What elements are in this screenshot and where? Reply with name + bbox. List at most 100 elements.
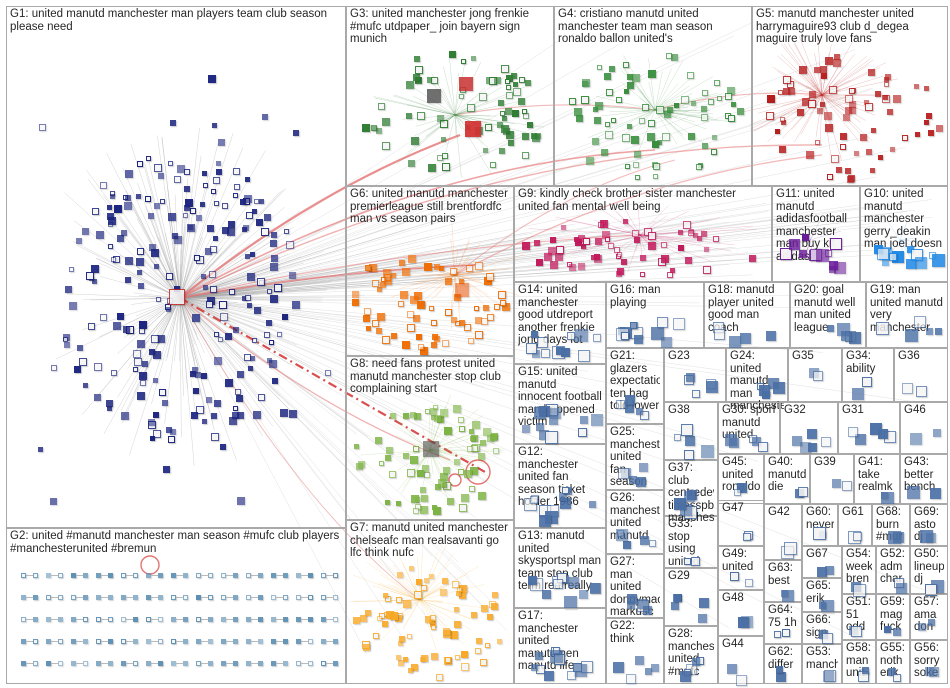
- node-avatar[interactable]: [729, 437, 740, 448]
- node-avatar[interactable]: [920, 530, 934, 544]
- node-avatar[interactable]: [931, 253, 945, 267]
- node-avatar[interactable]: [402, 341, 411, 350]
- node-avatar[interactable]: [237, 497, 246, 506]
- node-avatar[interactable]: [58, 595, 63, 600]
- node-avatar[interactable]: [210, 286, 218, 294]
- node-avatar[interactable]: [444, 427, 453, 436]
- node-avatar[interactable]: [853, 151, 859, 157]
- node-avatar[interactable]: [814, 140, 820, 146]
- node-avatar[interactable]: [232, 193, 238, 199]
- node-avatar[interactable]: [615, 96, 622, 103]
- node-avatar[interactable]: [561, 487, 569, 495]
- node-avatar[interactable]: [63, 341, 70, 348]
- node-avatar[interactable]: [413, 590, 422, 599]
- node-avatar[interactable]: [870, 168, 876, 174]
- node-avatar[interactable]: [871, 128, 877, 134]
- node-avatar[interactable]: [365, 265, 371, 271]
- node-avatar[interactable]: [406, 112, 413, 119]
- node-avatar[interactable]: [183, 617, 188, 622]
- node-avatar[interactable]: [225, 332, 233, 340]
- node-avatar[interactable]: [206, 301, 214, 309]
- node-avatar[interactable]: [639, 117, 646, 124]
- node-avatar[interactable]: [595, 238, 603, 245]
- node-avatar[interactable]: [376, 616, 382, 622]
- node-avatar[interactable]: [186, 223, 195, 232]
- node-avatar[interactable]: [383, 592, 389, 598]
- node-avatar[interactable]: [415, 496, 420, 502]
- node-avatar[interactable]: [895, 583, 907, 595]
- node-avatar[interactable]: [266, 320, 273, 327]
- node-avatar[interactable]: [135, 257, 144, 266]
- node-avatar[interactable]: [253, 198, 259, 204]
- node-avatar[interactable]: [308, 617, 313, 622]
- node-avatar[interactable]: [133, 661, 138, 666]
- node-avatar[interactable]: [622, 218, 628, 224]
- node-avatar[interactable]: [264, 214, 271, 222]
- node-avatar[interactable]: [441, 152, 448, 159]
- node-avatar[interactable]: [807, 443, 817, 453]
- node-avatar[interactable]: [145, 196, 152, 203]
- node-avatar[interactable]: [491, 591, 498, 598]
- node-avatar[interactable]: [405, 81, 414, 90]
- node-avatar[interactable]: [820, 72, 827, 79]
- node-avatar[interactable]: [522, 132, 530, 140]
- node-avatar[interactable]: [632, 161, 639, 168]
- node-avatar[interactable]: [417, 343, 424, 350]
- node-avatar[interactable]: [137, 270, 143, 276]
- node-avatar[interactable]: [561, 225, 567, 231]
- node-avatar[interactable]: [543, 252, 552, 261]
- node-avatar[interactable]: [915, 385, 927, 397]
- node-avatar[interactable]: [877, 247, 890, 260]
- node-avatar[interactable]: [459, 320, 466, 327]
- node-avatar[interactable]: [268, 339, 274, 345]
- node-avatar[interactable]: [608, 65, 615, 72]
- node-avatar[interactable]: [574, 329, 588, 343]
- node-avatar[interactable]: [799, 249, 808, 258]
- node-avatar[interactable]: [650, 326, 664, 340]
- node-avatar[interactable]: [885, 73, 892, 80]
- node-avatar[interactable]: [450, 316, 457, 323]
- node-avatar[interactable]: [247, 303, 253, 309]
- node-avatar[interactable]: [490, 603, 498, 611]
- node-avatar[interactable]: [333, 595, 338, 600]
- node-avatar[interactable]: [712, 235, 719, 242]
- node-avatar[interactable]: [579, 415, 588, 424]
- node-avatar[interactable]: [133, 573, 138, 578]
- node-avatar[interactable]: [271, 232, 278, 239]
- node-avatar[interactable]: [245, 294, 252, 301]
- node-avatar[interactable]: [139, 320, 148, 329]
- node-avatar[interactable]: [745, 578, 754, 587]
- node-avatar[interactable]: [270, 254, 278, 262]
- node-avatar[interactable]: [133, 617, 138, 622]
- node-avatar[interactable]: [371, 126, 377, 132]
- node-avatar[interactable]: [421, 495, 429, 503]
- node-avatar[interactable]: [374, 437, 382, 445]
- node-avatar[interactable]: [95, 230, 104, 239]
- node-avatar[interactable]: [880, 491, 888, 499]
- node-avatar[interactable]: [843, 113, 851, 121]
- node-avatar[interactable]: [259, 198, 265, 204]
- node-avatar[interactable]: [132, 350, 141, 359]
- node-avatar[interactable]: [382, 141, 390, 150]
- node-avatar[interactable]: [50, 365, 57, 372]
- node-avatar[interactable]: [257, 278, 266, 287]
- node-avatar[interactable]: [765, 331, 776, 342]
- node-avatar[interactable]: [378, 461, 384, 467]
- node-avatar[interactable]: [206, 225, 214, 233]
- node-avatar[interactable]: [433, 506, 442, 515]
- node-avatar[interactable]: [211, 412, 218, 419]
- node-avatar[interactable]: [308, 595, 313, 600]
- node-avatar[interactable]: [737, 108, 745, 116]
- node-avatar[interactable]: [157, 172, 164, 179]
- node-avatar[interactable]: [692, 657, 700, 666]
- node-avatar[interactable]: [680, 95, 689, 104]
- node-avatar[interactable]: [247, 273, 256, 282]
- node-avatar[interactable]: [76, 238, 83, 245]
- node-avatar[interactable]: [235, 395, 243, 403]
- node-avatar[interactable]: [200, 373, 207, 380]
- node-avatar[interactable]: [622, 133, 631, 142]
- node-avatar[interactable]: [594, 117, 602, 125]
- node-avatar[interactable]: [651, 663, 660, 672]
- node-avatar[interactable]: [261, 114, 268, 121]
- node-avatar[interactable]: [431, 624, 437, 630]
